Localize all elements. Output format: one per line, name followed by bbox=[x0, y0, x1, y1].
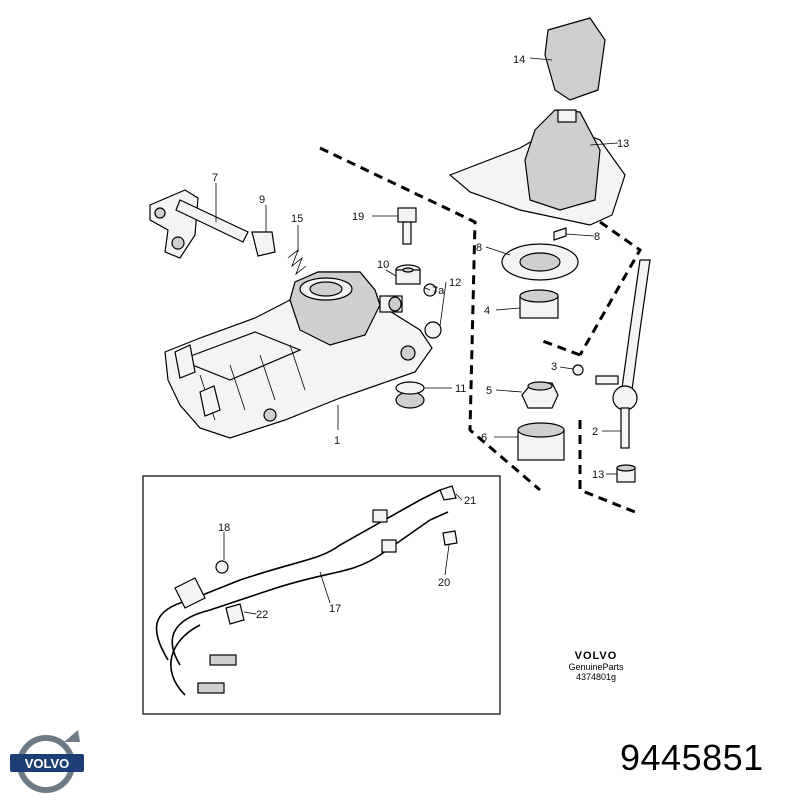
lever-nut bbox=[616, 464, 636, 483]
screw bbox=[553, 227, 567, 241]
callout-7a: 7a bbox=[432, 285, 445, 297]
callout-4: 4 bbox=[484, 305, 490, 317]
callout-15: 13 bbox=[617, 138, 629, 150]
brand-name: VOLVO bbox=[574, 650, 618, 662]
shift-pin-bracket bbox=[149, 189, 249, 259]
callout-8: 8 bbox=[476, 242, 482, 254]
callout-17: 15 bbox=[291, 213, 303, 225]
drawing-code: 4374801g bbox=[575, 672, 617, 682]
genuine-parts-label: GenuineParts bbox=[568, 662, 624, 672]
callout-7: 7 bbox=[212, 172, 218, 184]
housing-bushing bbox=[379, 295, 403, 313]
gear-cables bbox=[155, 489, 449, 696]
cable-clip-22 bbox=[439, 485, 457, 501]
callout-13: 12 bbox=[449, 277, 461, 289]
callout-19: 18 bbox=[218, 522, 230, 534]
ball-bushing bbox=[521, 381, 559, 409]
callout-1: 1 bbox=[334, 435, 340, 447]
bushing bbox=[251, 231, 276, 257]
callout-9: 8 bbox=[594, 231, 600, 243]
shift-housing bbox=[164, 271, 433, 439]
callout-16: 14 bbox=[513, 54, 525, 66]
dashed-frame-right bbox=[539, 220, 642, 514]
cable-detail-box bbox=[142, 475, 501, 715]
lever-bushing bbox=[519, 289, 559, 319]
shift-boot bbox=[448, 109, 626, 226]
callout-21: 20 bbox=[438, 577, 450, 589]
brand-block: VOLVO GenuineParts 4374801g bbox=[536, 650, 656, 682]
spring bbox=[287, 248, 307, 276]
callout-6: 6 bbox=[481, 432, 487, 444]
cable-clip-21 bbox=[442, 530, 458, 546]
lever-sleeve bbox=[517, 422, 565, 461]
leader-lines bbox=[215, 57, 621, 615]
grommet bbox=[395, 381, 425, 409]
bolt bbox=[397, 207, 417, 245]
callout-2: 2 bbox=[592, 426, 598, 438]
sleeve bbox=[395, 264, 421, 285]
pivot-bolt bbox=[572, 364, 584, 376]
callout-12: 11 bbox=[455, 383, 466, 395]
callout-14: 13 bbox=[592, 469, 604, 481]
callout-20: 19 bbox=[352, 211, 364, 223]
callout-11: 10 bbox=[377, 259, 389, 271]
callout-18: 17 bbox=[329, 603, 341, 615]
boot-ring bbox=[501, 243, 579, 281]
callout-22: 21 bbox=[464, 495, 476, 507]
callout-5: 5 bbox=[486, 385, 492, 397]
volvo-logo-icon: VOLVO bbox=[8, 728, 86, 794]
logo-wordmark: VOLVO bbox=[25, 756, 70, 771]
cable-grommet bbox=[215, 560, 229, 574]
callout-10: 9 bbox=[259, 194, 265, 206]
callout-3: 3 bbox=[551, 361, 557, 373]
part-number: 9445851 bbox=[620, 737, 764, 778]
cable-clip-23 bbox=[225, 603, 245, 625]
gear-lever bbox=[595, 259, 651, 449]
dashed-frame-left bbox=[319, 146, 541, 492]
star-clip bbox=[424, 321, 442, 339]
callout-23: 22 bbox=[256, 609, 268, 621]
gear-knob bbox=[544, 17, 606, 101]
